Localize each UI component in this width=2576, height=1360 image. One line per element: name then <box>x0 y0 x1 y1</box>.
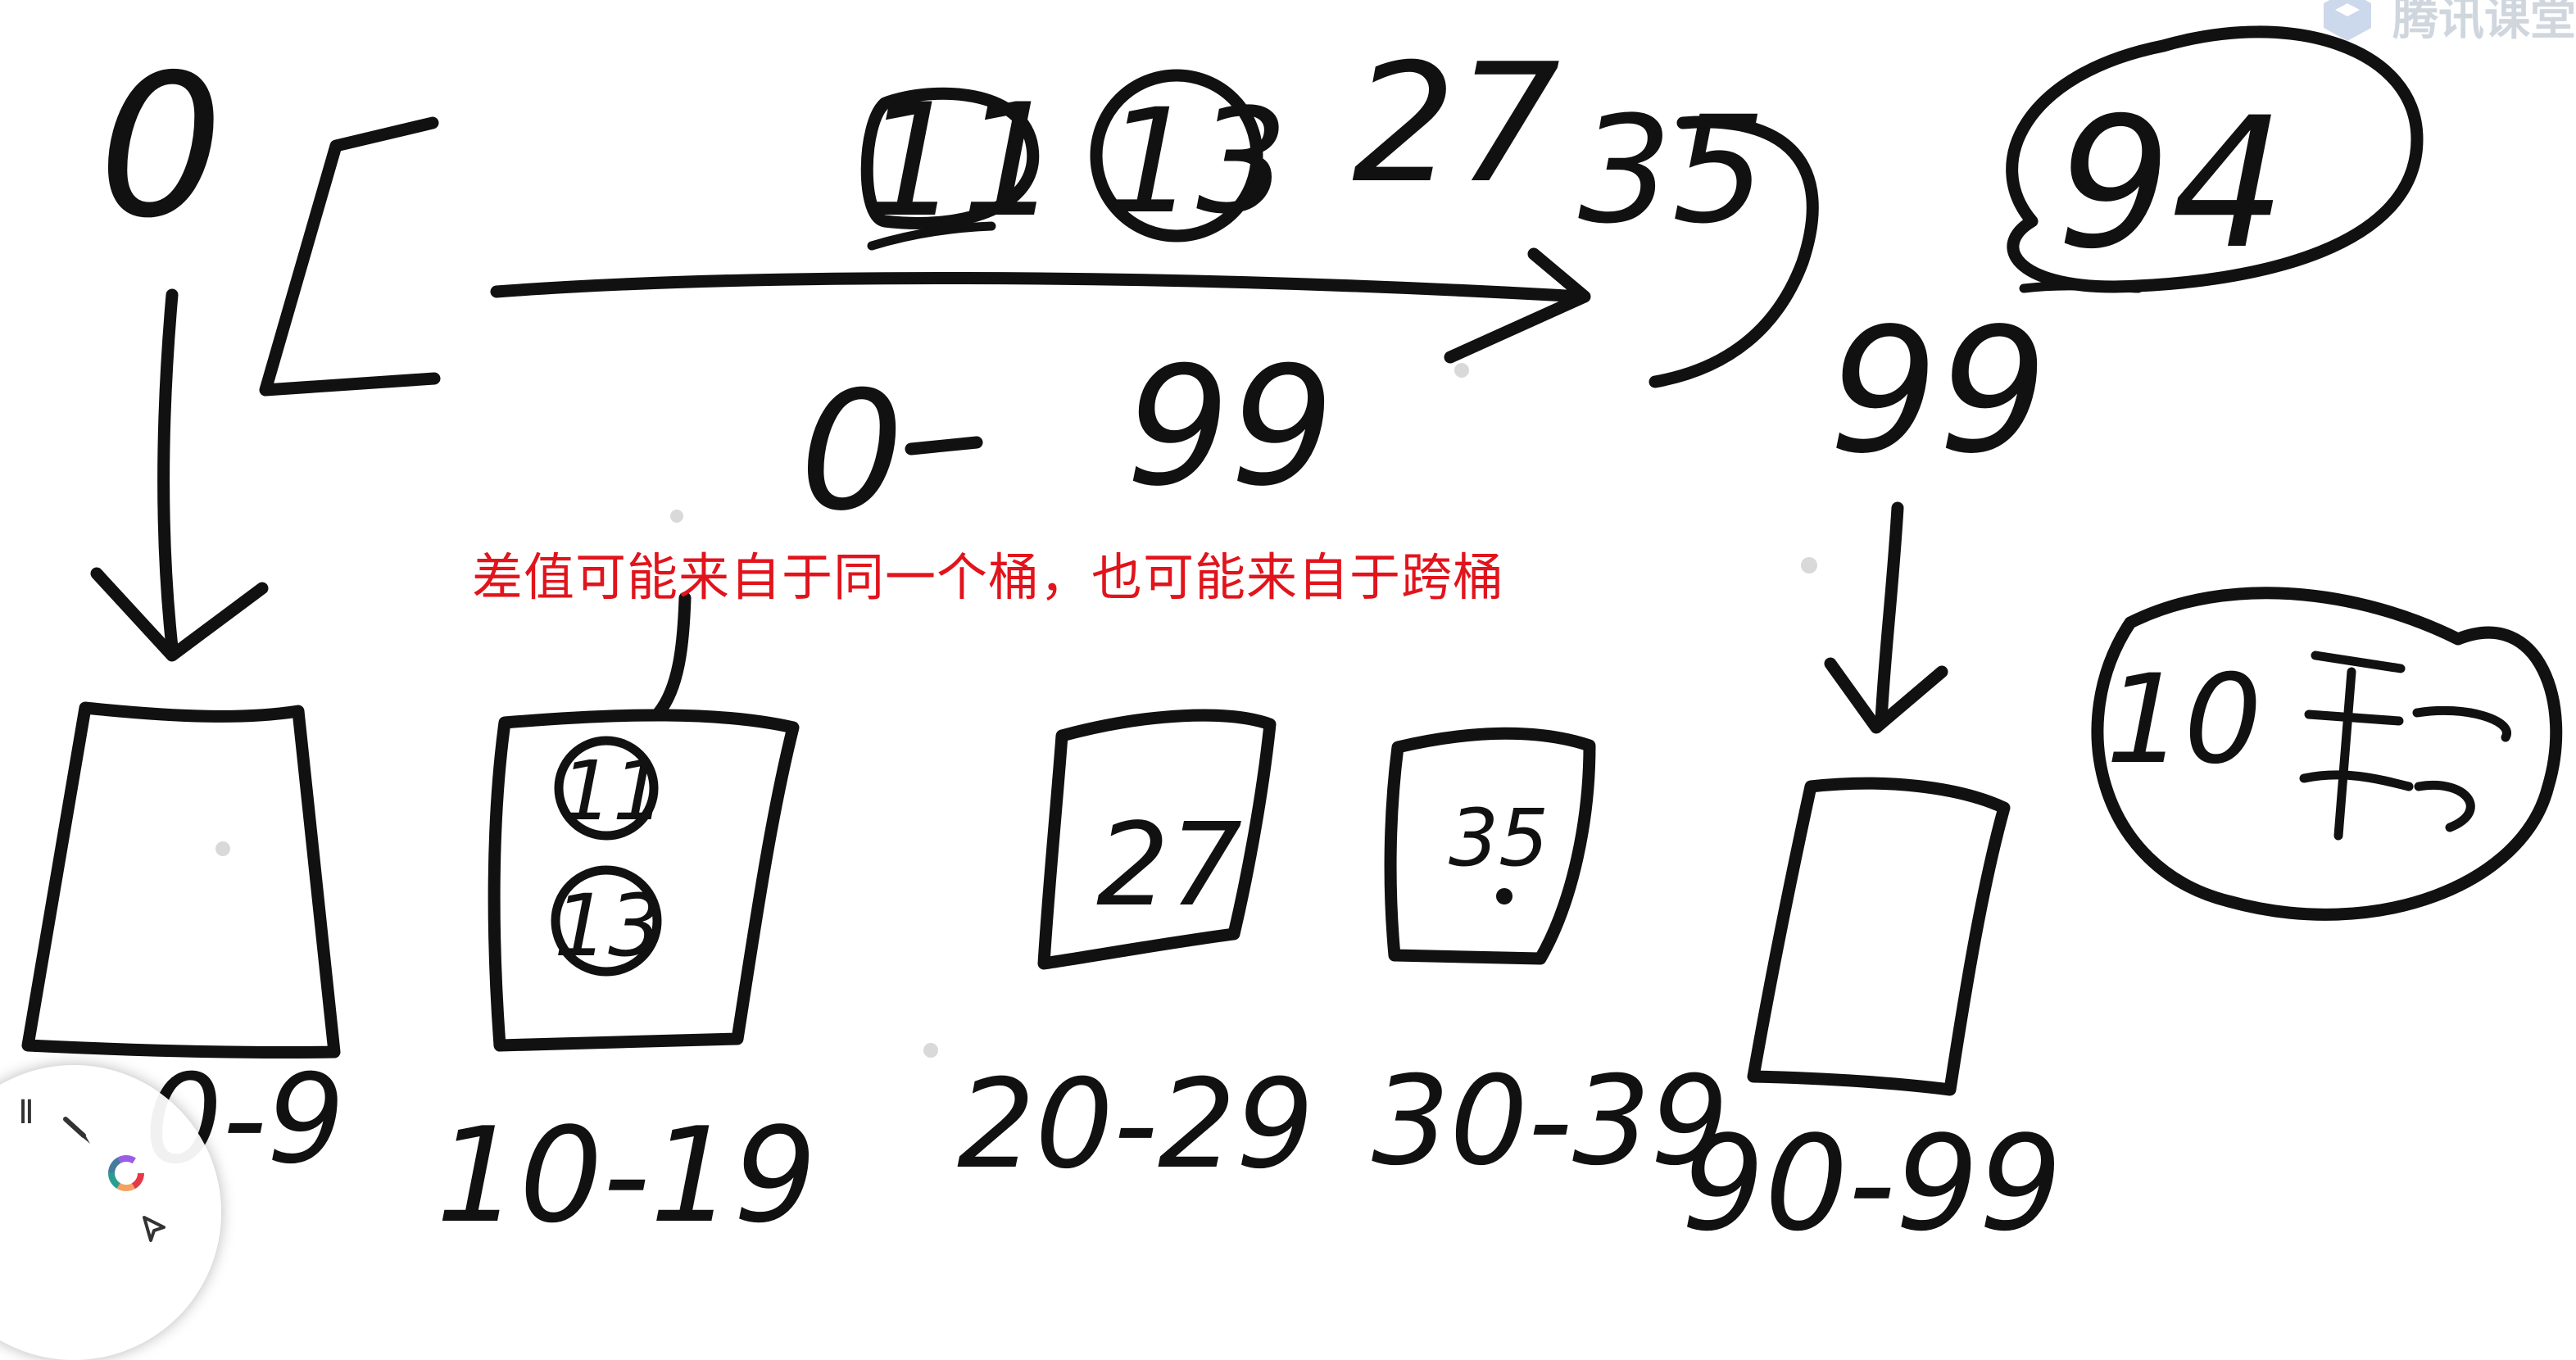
svg-text:0: 0 <box>800 356 904 547</box>
svg-text:35: 35 <box>1578 85 1766 256</box>
down-arrow-right <box>1824 501 1948 734</box>
whiteboard-canvas[interactable]: 0 11 13 27 35 94 0 99 99 <box>0 0 2576 1245</box>
svg-text:10-19: 10-19 <box>436 1099 817 1245</box>
top-number-35: 35 <box>1578 85 1766 256</box>
left-bracket <box>259 116 441 397</box>
svg-text:10: 10 <box>2106 649 2262 791</box>
svg-text:27: 27 <box>1096 799 1242 932</box>
svg-text:90-99: 90-99 <box>1681 1107 2062 1245</box>
top-number-11: 11 <box>860 70 1060 252</box>
pointer-icon[interactable] <box>131 1206 177 1252</box>
svg-text:35: 35 <box>1449 792 1549 884</box>
svg-text:94: 94 <box>2057 79 2286 288</box>
circled-94: 94 <box>2006 25 2424 293</box>
range-arrow <box>490 247 1591 364</box>
color-wheel-icon[interactable] <box>102 1149 151 1198</box>
svg-text:99: 99 <box>1126 332 1335 523</box>
min-value-mark: 0 <box>98 32 224 261</box>
bucket-30-39: 35 30-39 <box>1372 727 1729 1193</box>
right-bracket <box>1649 116 1819 388</box>
svg-text:20-29: 20-29 <box>957 1054 1314 1196</box>
svg-text:13: 13 <box>554 876 662 976</box>
text-tool-icon[interactable]: Ⅱ <box>18 1094 34 1131</box>
max-value-mark: 99 <box>1829 291 2048 492</box>
bucket-count-note: 10 <box>2091 587 2563 921</box>
bucket-20-29: 27 20-29 <box>957 709 1314 1196</box>
watermark: 腾讯课堂 <box>2319 0 2576 48</box>
svg-text:13: 13 <box>1104 78 1288 246</box>
watermark-text: 腾讯课堂 <box>2392 0 2576 46</box>
top-number-27: 27 <box>1352 29 1561 220</box>
range-label: 0 99 <box>800 332 1335 547</box>
svg-text:99: 99 <box>1829 291 2048 492</box>
tencent-classroom-logo-icon <box>2324 0 2371 41</box>
annotation-text: 差值可能来自于同一个桶，也可能来自于跨桶 <box>472 547 1505 607</box>
bucket-10-19: 11 13 10-19 <box>436 709 817 1245</box>
down-arrow-left <box>90 288 269 662</box>
svg-text:27: 27 <box>1352 29 1561 220</box>
brush-icon[interactable] <box>54 1106 100 1152</box>
board-smudges <box>215 363 1817 1058</box>
bucket-90-99: 90-99 <box>1681 777 2062 1245</box>
down-arrow-bucket-2 <box>652 592 692 719</box>
svg-text:0: 0 <box>98 32 224 261</box>
top-number-13: 13 <box>1090 69 1288 246</box>
svg-text:30-39: 30-39 <box>1372 1050 1729 1193</box>
svg-text:11: 11 <box>560 743 664 839</box>
